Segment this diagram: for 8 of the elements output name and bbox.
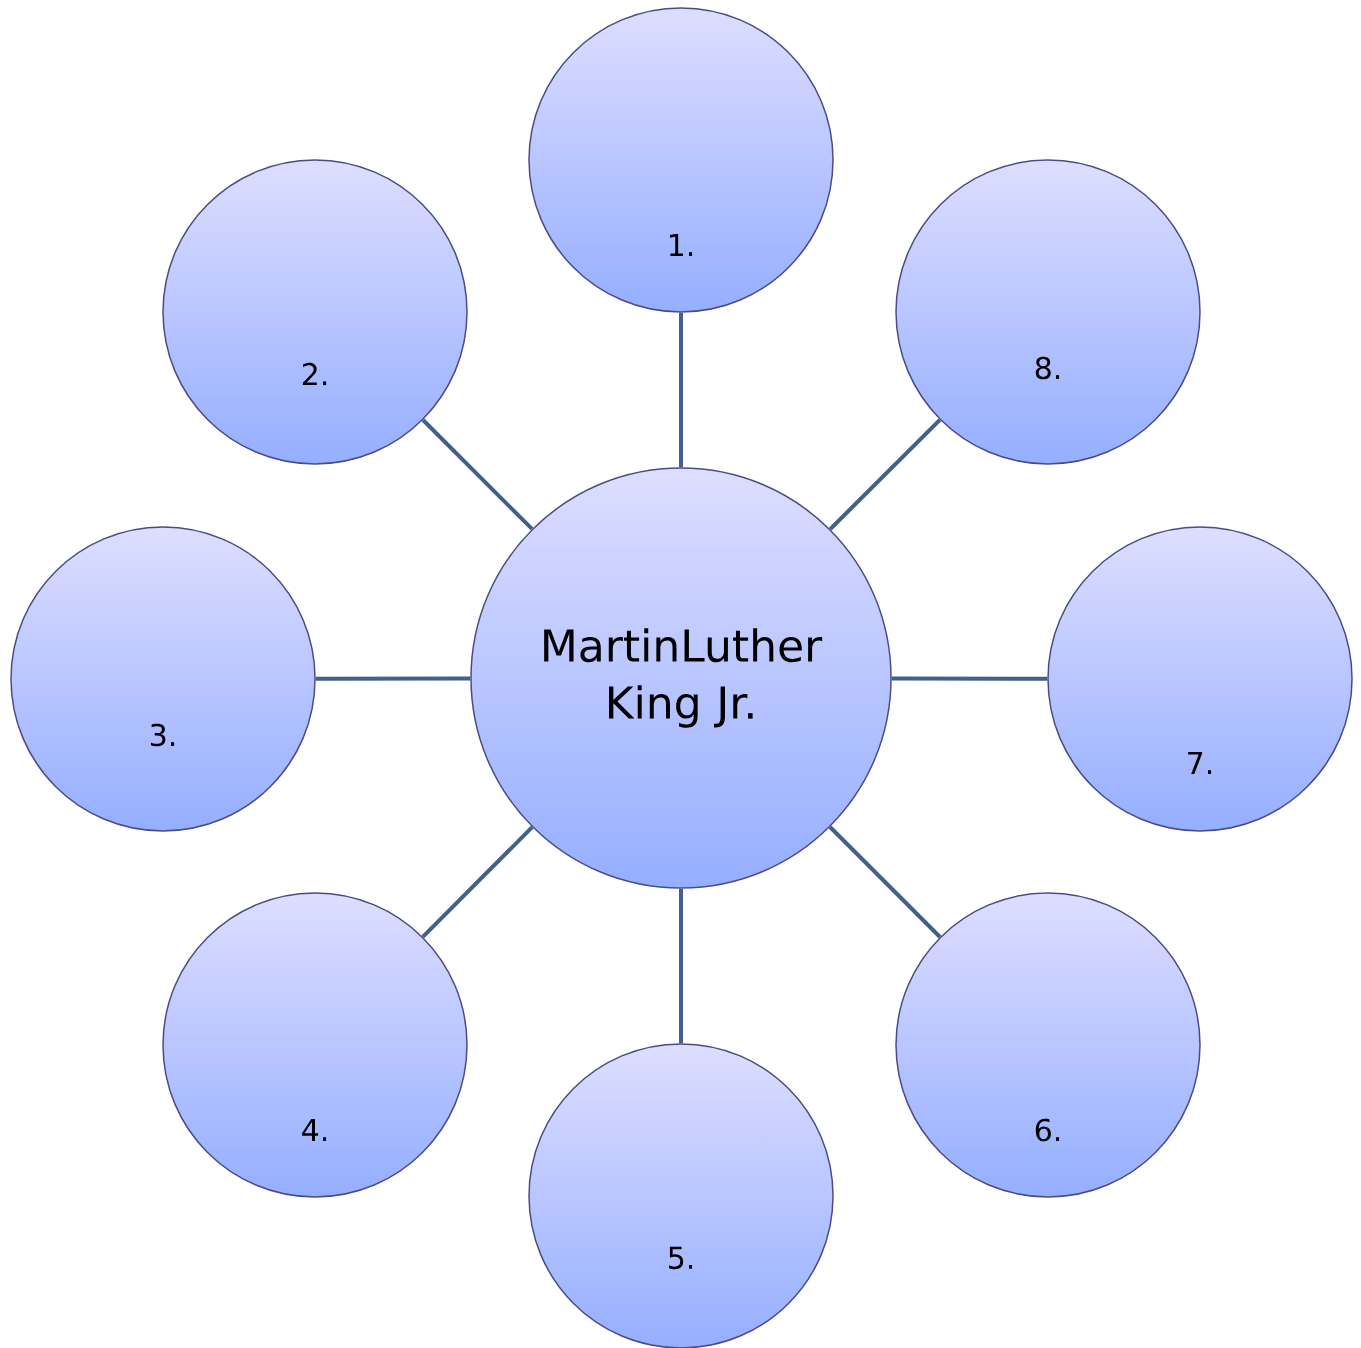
connector-line (828, 418, 942, 531)
connector-line (421, 825, 534, 939)
connector-line (679, 888, 683, 1044)
connector-line (828, 825, 942, 939)
connector-line (315, 676, 471, 681)
connector-line (679, 312, 683, 468)
connector-line (891, 676, 1048, 681)
connector-line (421, 418, 534, 531)
